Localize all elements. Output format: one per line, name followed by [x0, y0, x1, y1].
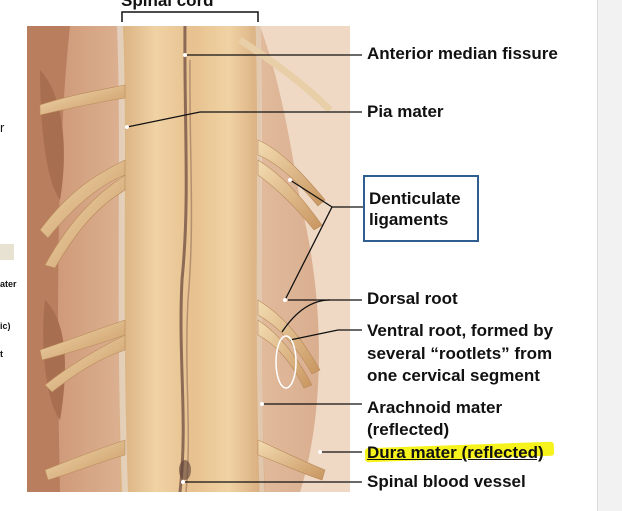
ventral-root-label-line-3: one cervical segment: [367, 366, 540, 385]
left-fragment-2: ater: [0, 279, 17, 289]
bottom-margin: [0, 492, 597, 511]
denticulate-line-1: Denticulate: [369, 189, 461, 208]
left-fragment-1: r: [0, 120, 5, 135]
left-table-header-strip: [0, 244, 14, 260]
dura-mater-label: Dura mater (reflected): [367, 443, 544, 462]
spinal-blood-vessel-label: Spinal blood vessel: [367, 472, 526, 491]
arachnoid-mater-label-line-2: (reflected): [367, 420, 450, 439]
right-scroll-panel: [597, 0, 622, 511]
ventral-root-label-line-1: Ventral root, formed by: [367, 321, 554, 340]
denticulate-line-2: ligaments: [369, 210, 449, 229]
anterior-median-fissure-label: Anterior median fissure: [367, 44, 558, 63]
denticulate-ligaments-box: Denticulate ligaments: [363, 175, 479, 242]
ventral-root-label-line-2: several “rootlets” from: [367, 344, 553, 363]
spinal-cord-label: Spinal cord: [121, 0, 214, 10]
spinal-cord-photo: [27, 11, 363, 492]
left-fragment-4: t: [0, 349, 3, 359]
arachnoid-mater-label-line-1: Arachnoid mater: [367, 398, 503, 417]
left-fragment-3: ic): [0, 321, 11, 331]
dorsal-root-label: Dorsal root: [367, 289, 458, 308]
pia-mater-label: Pia mater: [367, 102, 444, 121]
